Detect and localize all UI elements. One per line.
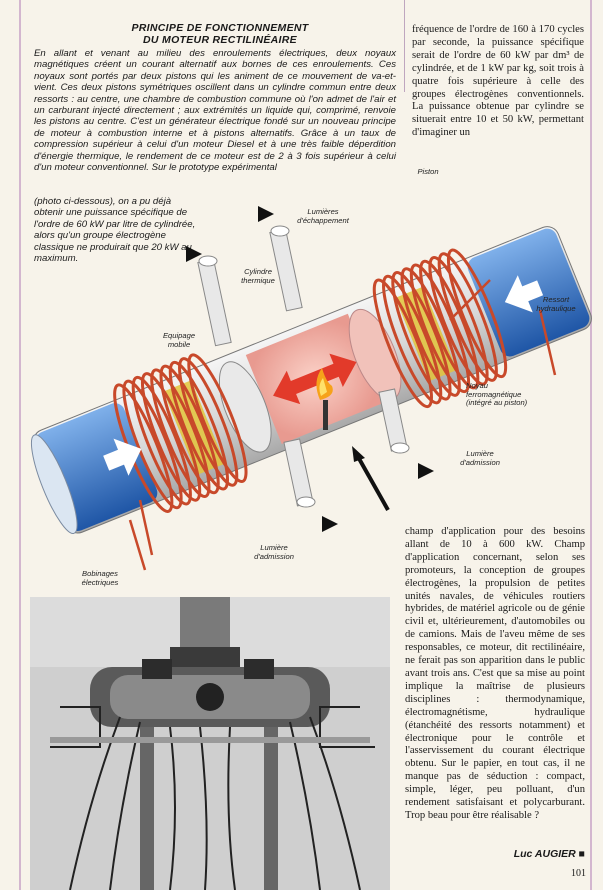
- intake-tubes: [283, 388, 410, 508]
- cylinder-group: [30, 226, 592, 534]
- right-column-top-text: fréquence de l'ordre de 160 à 170 cycles…: [412, 24, 584, 139]
- prototype-photo: [30, 597, 390, 890]
- prototype-engine-photo: [30, 597, 390, 890]
- page-number: 101: [571, 868, 586, 879]
- left-margin-rule: [19, 0, 21, 890]
- column-rule: [404, 0, 405, 92]
- label-intake-port-bottom: Lumière d'admission: [254, 543, 294, 561]
- marker-2: [186, 246, 202, 262]
- coil-lead-wires: [128, 279, 557, 571]
- piston-motion-arrow: [273, 353, 357, 405]
- marker-3: [418, 463, 434, 479]
- left-cylinder-cap: [30, 434, 78, 534]
- injector-flame: [316, 368, 333, 430]
- article-title: PRINCIPE DE FONCTIONNEMENT DU MOTEUR REC…: [100, 22, 340, 46]
- engine-diagram-svg: [30, 206, 592, 571]
- label-moving-assembly: Equipage mobile: [162, 331, 196, 349]
- right-margin-rule: [590, 0, 592, 890]
- fuel-injection-arrow: [352, 446, 390, 511]
- photo-cables: [50, 706, 375, 890]
- title-line-2: DU MOTEUR RECTILINÉAIRE: [143, 34, 297, 46]
- callout-markers: [186, 206, 434, 532]
- left-piston-face: [218, 361, 272, 453]
- title-line-1: PRINCIPE DE FONCTIONNEMENT: [131, 22, 309, 34]
- label-electric-windings: Bobinages électriques: [81, 569, 119, 587]
- left-flow-arrow: [103, 438, 142, 476]
- author-signature: Luc AUGIER ■: [513, 848, 585, 860]
- label-hydraulic-spring: Ressort hydraulique: [536, 295, 576, 313]
- label-piston: Piston: [417, 167, 439, 176]
- label-magnetic-core: Noyau ferromagnétique (intégré au piston…: [466, 381, 528, 408]
- intro-paragraph: En allant et venant au milieu des enroul…: [34, 48, 396, 174]
- right-flow-arrow: [504, 275, 544, 313]
- label-thermal-cylinder: Cylindre thermique: [241, 267, 275, 285]
- photo-left-pillar: [140, 727, 154, 890]
- engine-diagram: Piston Lumières d'échappement Cylindre t…: [20, 160, 603, 600]
- photo-right-pillar: [264, 727, 278, 890]
- label-exhaust-ports: Lumières d'échappement: [297, 207, 349, 225]
- exhaust-tubes: [197, 225, 303, 347]
- marker-4: [322, 516, 338, 532]
- left-coil-windings: [113, 353, 248, 513]
- marker-1: [258, 206, 274, 222]
- intro-paragraph-tail: (photo ci-dessous), on a pu déjà obtenir…: [34, 196, 196, 265]
- right-coil-windings: [372, 248, 508, 409]
- label-intake-port-right: Lumière d'admission: [460, 449, 500, 467]
- right-column-bottom-text: champ d'application pour des besoins all…: [405, 526, 585, 821]
